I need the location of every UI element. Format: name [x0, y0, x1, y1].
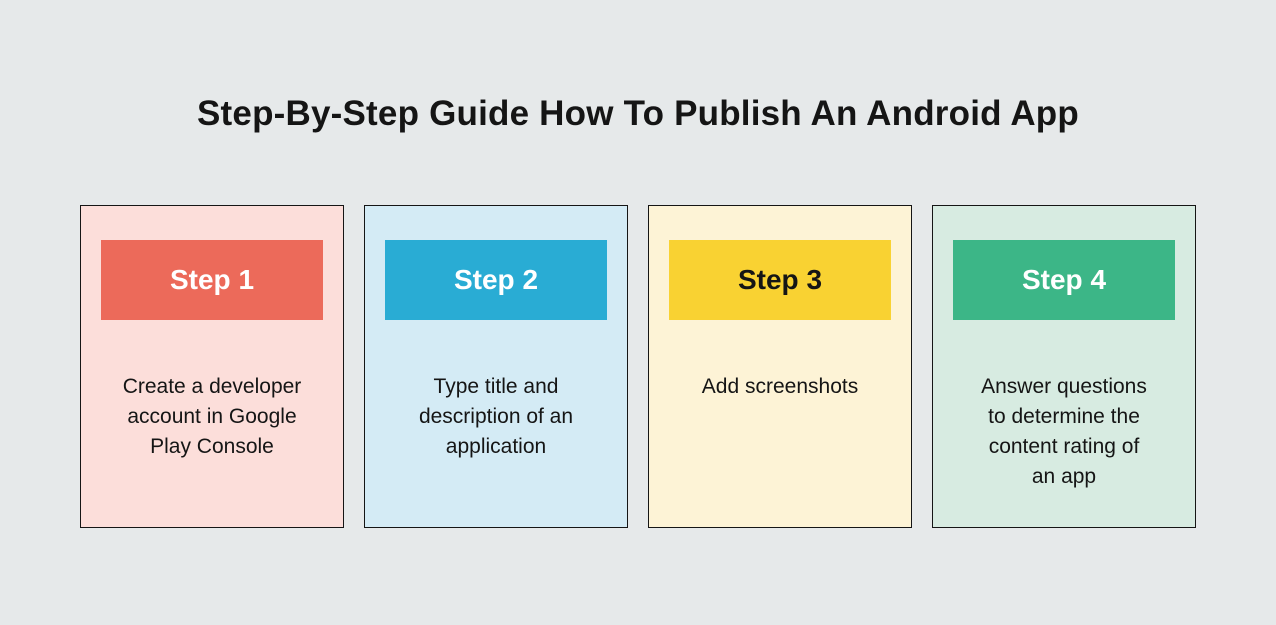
step-header: Step 2: [385, 240, 607, 320]
step-description: Type title and description of an applica…: [418, 375, 574, 458]
step-card-1: Step 1 Create a developer account in Goo…: [80, 205, 344, 528]
step-header: Step 1: [101, 240, 323, 320]
page-title: Step-By-Step Guide How To Publish An And…: [197, 94, 1079, 133]
step-header: Step 4: [953, 240, 1175, 320]
step-card-3: Step 3 Add screenshots: [648, 205, 912, 528]
step-description: Create a developer account in Google Pla…: [122, 375, 302, 458]
step-card-2: Step 2 Type title and description of an …: [364, 205, 628, 528]
step-description: Answer questions to determine the conten…: [981, 375, 1147, 488]
step-header: Step 3: [669, 240, 891, 320]
step-description: Add screenshots: [701, 375, 859, 398]
steps-row: Step 1 Create a developer account in Goo…: [80, 205, 1196, 528]
step-card-4: Step 4 Answer questions to determine the…: [932, 205, 1196, 528]
